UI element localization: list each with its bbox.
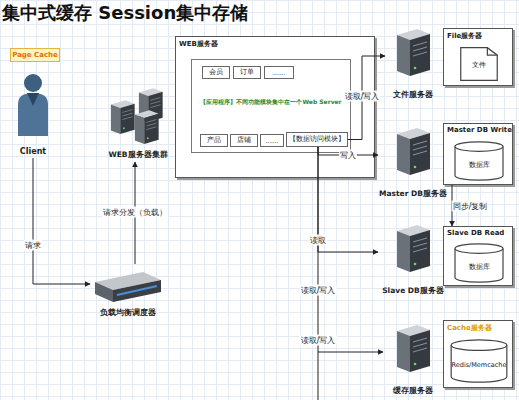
server-icon xyxy=(393,26,433,78)
edge-label: 读取/写入 xyxy=(344,91,381,102)
module-box: ...... xyxy=(265,67,293,78)
server-icon xyxy=(393,222,433,274)
module-box: 产品 xyxy=(201,135,227,146)
load-balancer-icon xyxy=(93,270,163,304)
node-mod: 店铺 xyxy=(230,134,258,147)
edge-label: 请求 xyxy=(24,240,42,251)
client-icon xyxy=(13,72,53,136)
frame-title: WEB服务器 xyxy=(179,39,218,49)
node-frame: Cache服务器 Redis/Memcache xyxy=(443,320,513,388)
edge-label: 读取/写入 xyxy=(300,335,337,346)
server-label: 缓存服务器 xyxy=(383,386,443,396)
edge-label: 同步/复制 xyxy=(452,201,489,212)
diagram-title: 集中式缓存 Session集中存储 xyxy=(2,1,248,25)
line-label: 读取/写入 xyxy=(300,285,337,296)
node-person: Client xyxy=(10,72,56,158)
cluster-label: WEB服务器集群 xyxy=(100,150,176,160)
node-cyl: 数据库 xyxy=(454,243,504,283)
database-label: 数据库 xyxy=(454,263,504,272)
server-icon xyxy=(393,125,433,177)
node-mod: 产品 xyxy=(200,134,228,147)
node-cluster: WEB服务器集群 xyxy=(100,86,176,162)
node-mod: 会员 xyxy=(202,66,230,79)
module-box: 【数据访问模块】 xyxy=(287,133,347,146)
node-server: 缓存服务器 xyxy=(383,322,443,400)
database-label: Redis/Memcache xyxy=(450,361,508,369)
node-doc: 文件 xyxy=(460,47,498,81)
edge-label: 写入 xyxy=(339,150,357,161)
server-label: 文件服务器 xyxy=(385,90,441,100)
node-cyl: Redis/Memcache xyxy=(450,339,508,383)
node-app: 【应用程序】不同功能模块集中在一个Web Server 会员订单...... 产品店… xyxy=(191,59,351,153)
module-box: 订单 xyxy=(234,67,260,78)
app-note: 【应用程序】不同功能模块集中在一个Web Server xyxy=(194,98,348,107)
edge-label: 请求分发（负载） xyxy=(102,207,168,218)
node-frame: File服务器文件 xyxy=(443,28,513,86)
node-cyl: 数据库 xyxy=(454,141,504,181)
frame-title: File服务器 xyxy=(447,31,482,41)
module-box: ...... xyxy=(261,135,283,146)
client-label: Client xyxy=(10,147,56,156)
node-frame: Master DB Write 数据库 xyxy=(443,123,513,185)
page-cache-tag: Page Cache xyxy=(11,49,59,61)
node-mod: 【数据访问模块】 xyxy=(286,132,348,147)
node-mod: 订单 xyxy=(233,66,261,79)
node-mod: ...... xyxy=(260,134,284,147)
database-label: 数据库 xyxy=(454,161,504,170)
node-lb: 负载均衡调度器 xyxy=(90,264,166,324)
node-server: Master DB服务器 xyxy=(378,125,448,205)
server-icon xyxy=(393,322,433,374)
server-cluster-icon xyxy=(102,86,174,146)
document-label: 文件 xyxy=(460,60,498,70)
trunk-line xyxy=(318,352,319,400)
module-box: 会员 xyxy=(203,67,229,78)
edge-label: 读取 xyxy=(309,235,327,246)
node-server: 文件服务器 xyxy=(385,26,441,106)
node-tag: Page Cache xyxy=(10,48,60,62)
frame-title: Cache服务器 xyxy=(447,323,492,333)
server-label: Slave DB服务器 xyxy=(378,286,448,296)
connector xyxy=(33,158,90,284)
load-balancer-label: 负载均衡调度器 xyxy=(90,308,166,318)
module-box: 店铺 xyxy=(231,135,257,146)
server-label: Master DB服务器 xyxy=(378,189,448,199)
node-mod: ...... xyxy=(264,66,294,79)
frame-title: Slave DB Read xyxy=(447,229,504,237)
node-frame: Slave DB Read 数据库 xyxy=(443,226,513,286)
frame-title: Master DB Write xyxy=(447,126,512,134)
node-server: Slave DB服务器 xyxy=(378,222,448,302)
